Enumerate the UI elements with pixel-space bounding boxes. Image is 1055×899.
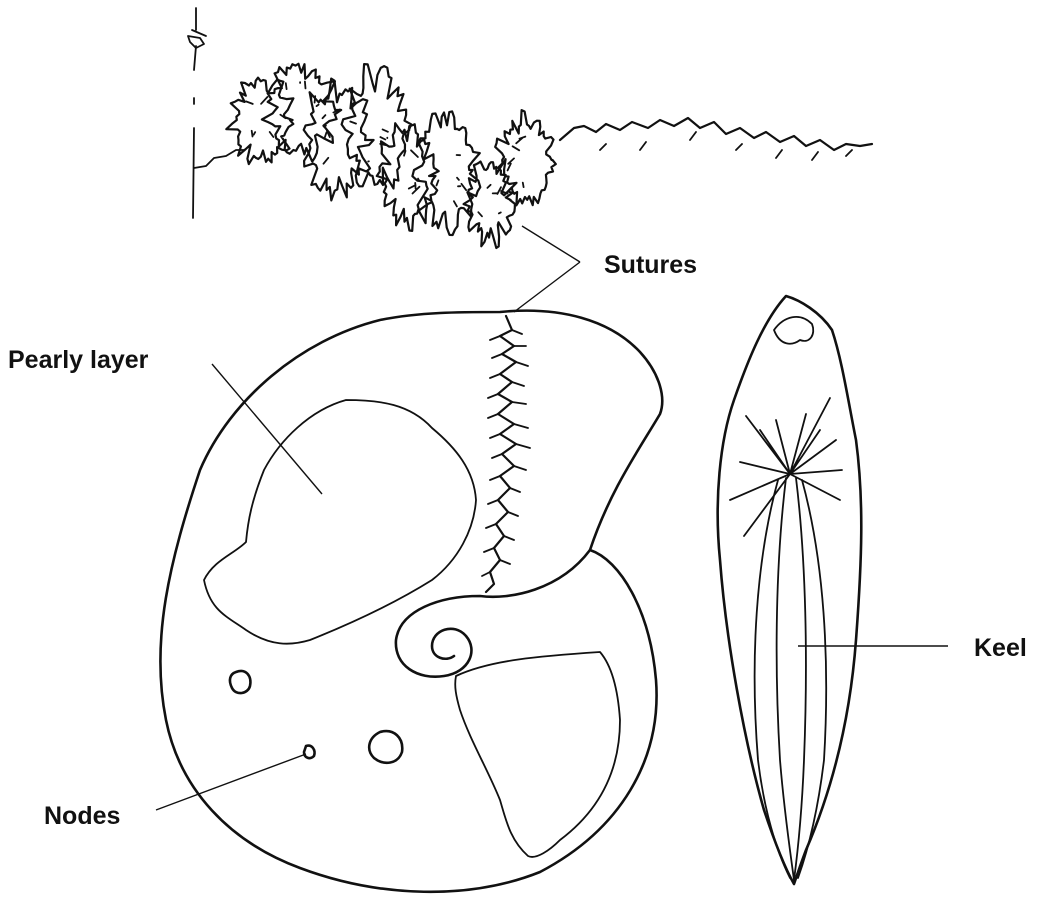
shell-suture-frills	[482, 330, 530, 576]
suture-axis-line	[193, 8, 196, 218]
suture-tail-frills	[600, 132, 852, 160]
pearly-layer-leader	[212, 364, 322, 494]
suture-lobe-frill	[437, 155, 467, 206]
suture-tail	[560, 118, 872, 150]
suture-lobe-frill	[508, 137, 526, 188]
keel-flank-left	[755, 480, 790, 878]
node-1	[230, 671, 250, 693]
keel-ridge-right	[794, 478, 806, 880]
sutures-leader	[514, 226, 580, 312]
ammonite-front-view	[718, 296, 862, 884]
nodes-label: Nodes	[44, 802, 120, 830]
suture-axis-mark	[188, 30, 206, 48]
front-view-outline	[718, 296, 862, 884]
suture-lobe	[304, 79, 374, 201]
sutures-label: Sutures	[604, 251, 697, 279]
suture-lobe	[262, 64, 341, 162]
suture-lobe-frill	[404, 150, 420, 193]
ammonite-shell	[160, 311, 662, 892]
suture-lobe	[495, 110, 556, 205]
suture-baseline	[194, 150, 244, 168]
pearly-layer-label: Pearly layer	[8, 346, 149, 374]
pearly-layer-patch	[204, 400, 476, 644]
radiating-ribs	[730, 398, 842, 536]
node-3	[369, 731, 402, 763]
shell-outline	[160, 311, 662, 892]
suture-lobe	[226, 78, 293, 165]
node-2	[304, 746, 315, 758]
suture-line-drawing	[188, 8, 872, 248]
keel-label: Keel	[974, 634, 1027, 662]
keel-ridge-left	[777, 478, 794, 880]
front-view-notch	[774, 317, 813, 344]
suture-lobes	[226, 64, 556, 248]
pearly-layer-patch-lower	[455, 652, 620, 857]
